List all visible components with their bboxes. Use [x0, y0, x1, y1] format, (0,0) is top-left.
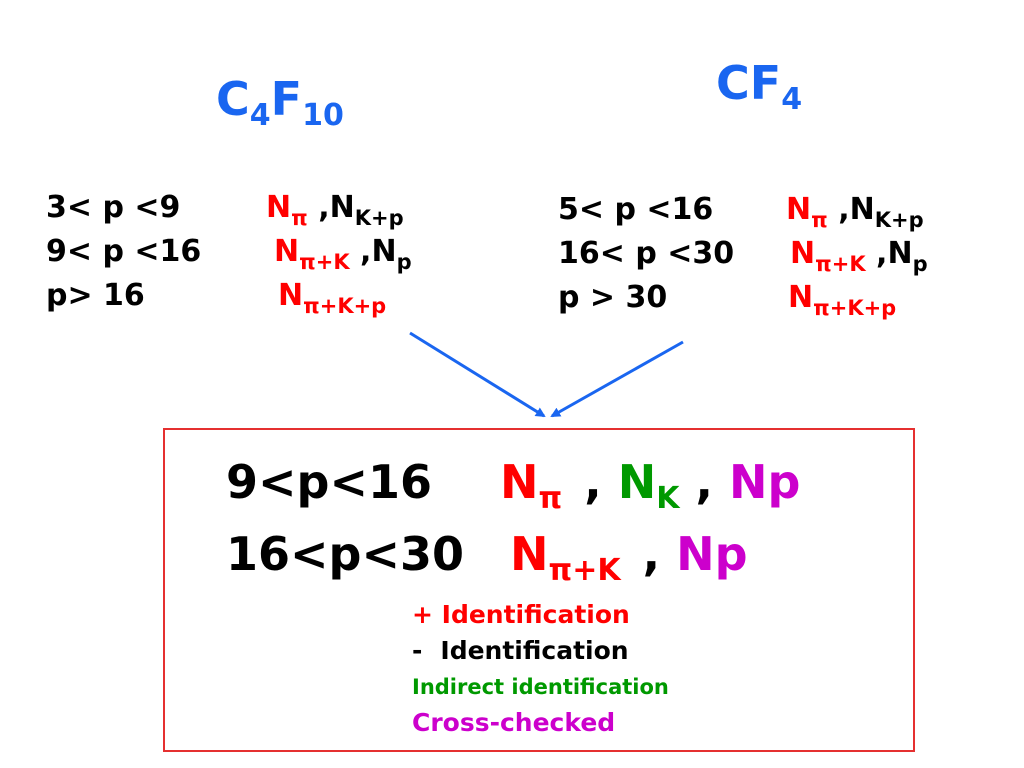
n-proton: Np — [371, 234, 412, 274]
momentum-range: 9<p<16 — [226, 455, 433, 509]
n-pion: Nπ — [786, 192, 828, 232]
cf4-row-3: p > 30 Nπ+K+p — [558, 276, 928, 320]
n-proton: Np — [887, 236, 928, 276]
n-pion: Nπ — [266, 190, 308, 230]
n-kaon-proton: NK+p — [329, 190, 404, 230]
result-box — [163, 428, 915, 752]
momentum-range: 9< p <16 — [46, 234, 202, 269]
legend-positive-identification: + Identification — [412, 600, 630, 629]
c4f10-heading: C4F10 — [216, 72, 344, 133]
n-pion-kaon-proton: Nπ+K+p — [278, 278, 387, 318]
momentum-range: 16< p <30 — [558, 236, 735, 271]
c4f10-row-3: p> 16 Nπ+K+p — [46, 274, 412, 318]
n-kaon-proton: NK+p — [849, 192, 924, 232]
momentum-range: p> 16 — [46, 278, 145, 313]
left-arrow — [409, 331, 546, 418]
n-pion-kaon-proton: Nπ+K+p — [788, 280, 897, 320]
n-pion: Nπ — [500, 455, 563, 516]
momentum-range: 16<p<30 — [226, 527, 465, 581]
legend-cross-checked: Cross-checked — [412, 708, 616, 737]
n-pion-kaon: Nπ+K — [274, 234, 350, 274]
cf4-heading: CF4 — [716, 56, 803, 117]
n-proton: Np — [729, 455, 801, 509]
momentum-range: 3< p <9 — [46, 190, 181, 225]
n-kaon: NK — [617, 455, 680, 516]
legend: + Identification -Identification Indirec… — [412, 597, 669, 741]
momentum-range: 5< p <16 — [558, 192, 714, 227]
legend-indirect-identification: Indirect identification — [412, 675, 669, 699]
legend-negative-identification: -Identification — [412, 636, 629, 665]
n-pion-kaon: Nπ+K — [790, 236, 866, 276]
n-proton: Np — [676, 527, 748, 581]
n-pion-kaon: Nπ+K — [510, 527, 621, 588]
right-arrow — [550, 340, 684, 418]
momentum-range: p > 30 — [558, 280, 668, 315]
